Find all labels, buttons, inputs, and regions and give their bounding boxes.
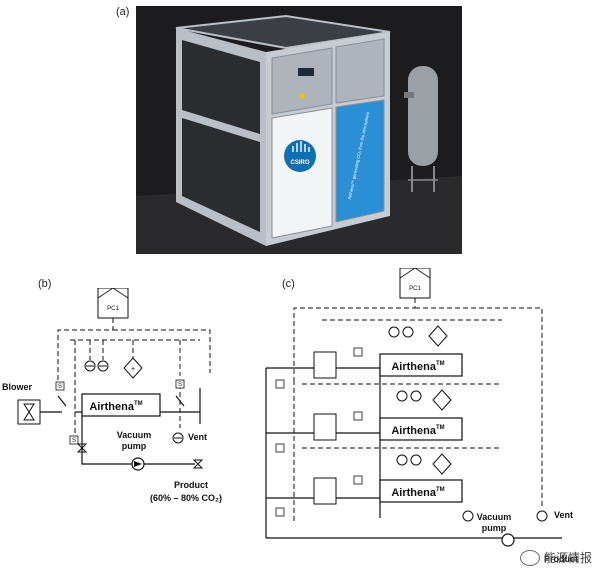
panel-label-c: (c) [282,278,295,290]
svg-text:S: S [72,438,76,444]
airthena-photo: CSIRO Airthena™ generating CO₂ from the … [136,6,462,254]
panel-label-b: (b) [38,278,52,290]
wechat-logo-icon [519,549,540,566]
unit-c3-label: AirthenaTM [391,487,444,499]
csiro-logo [284,140,316,172]
panel-label-a: (a) [116,6,130,18]
unit-c2-label: AirthenaTM [391,425,444,437]
svg-text:S: S [178,382,182,388]
diagram-b: PC1 + AirthenaTM Blower [2,288,222,503]
vent-b-label: Vent [188,432,207,442]
svg-text:+: + [131,366,135,373]
product-b-label: Product [174,480,208,490]
diagram-c: PC1 AirthenaTM AirthenaTM AirthenaTM [265,268,578,564]
controller-b-label: PC1 [107,306,119,312]
vent-c-label: Vent [554,510,573,520]
watermark-text: 能源情报 [543,551,592,565]
csiro-logo-text: CSIRO [290,160,309,166]
svg-text:S: S [58,384,62,390]
blower-label: Blower [2,382,33,392]
product-c-label: Product [544,554,578,564]
product-b-range: (60% – 80% CO₂) [150,493,222,503]
unit-b-label: AirthenaTM [89,401,142,413]
watermark: 能源情报 [519,549,592,566]
unit-c1-label: AirthenaTM [391,361,444,373]
controller-c-label: PC1 [409,286,421,292]
